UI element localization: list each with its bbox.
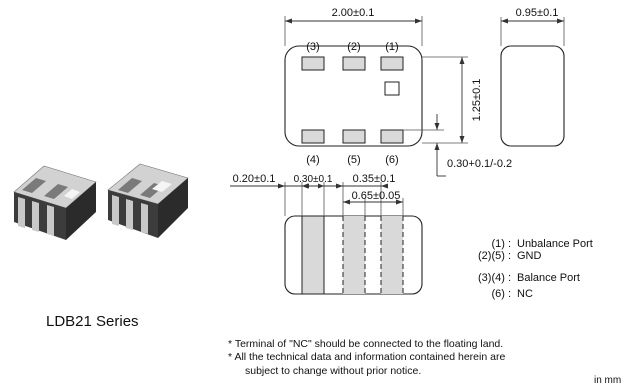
pin-number-6: (6) (385, 154, 398, 166)
legend-pins-3: (3)(4) : (478, 272, 511, 284)
top-view: (3) (2) (1) (4) (5) (6) 2.00±0.1 1.25±0.… (284, 7, 512, 177)
pad-3 (301, 56, 325, 71)
series-label: LDB21 Series (46, 313, 139, 330)
pin-number-5: (5) (347, 154, 360, 166)
chip-photo-left (13, 165, 97, 240)
note-2: * All the technical data and information… (228, 350, 505, 364)
terminal-strip-left (301, 215, 325, 295)
pad-1 (380, 56, 404, 71)
terminal-strip-middle (343, 216, 365, 294)
side-view: 0.95±0.1 (500, 7, 565, 147)
height-dimension: 0.95±0.1 (516, 7, 559, 19)
pad-2 (342, 56, 366, 71)
terminal-height-dimension: 0.30+0.1/-0.2 (447, 158, 512, 170)
pad-4 (301, 129, 325, 144)
legend-pins-4: (6) : (491, 288, 511, 300)
note-text-3: subject to change without prior notice. (245, 365, 422, 377)
legend-pins-1: (1) : (491, 238, 511, 250)
note-text-2: All the technical data and information c… (234, 351, 506, 363)
note-marker: * (228, 351, 233, 363)
chip-photo-right (107, 163, 189, 238)
note-marker: * (228, 338, 233, 350)
edge-margin-dimension: 0.20±0.1 (233, 173, 276, 185)
side-view-outline (500, 45, 565, 147)
top-view-outline (284, 45, 423, 147)
legend-function-3: Balance Port (517, 272, 580, 284)
terminal-strip-right (381, 216, 403, 294)
terminal-pitch-dimension: 0.35±0.1 (353, 173, 396, 185)
pin-number-2: (2) (347, 41, 360, 53)
pin-number-4: (4) (306, 154, 319, 166)
legend-function-1: Unbalance Port (517, 238, 593, 250)
pad-5 (342, 129, 366, 144)
terminal-span-dimension: 0.65±0.05 (352, 190, 401, 202)
orientation-mark (384, 81, 400, 96)
pin-number-3: (3) (306, 41, 319, 53)
legend-pins-2: (2)(5) : (478, 250, 511, 262)
note-3: subject to change without prior notice. (245, 364, 421, 378)
terminal-width-dimension: 0.30±0.1 (294, 174, 333, 185)
pad-6 (380, 129, 404, 144)
pin-legend: (1) : Unbalance Port (2)(5) : GND (3)(4)… (478, 238, 593, 300)
note-text-1: Terminal of "NC" should be connected to … (234, 338, 504, 350)
unit-label: in mm (594, 375, 622, 386)
terminal-view: 0.20±0.1 0.30±0.1 0.35±0.1 0.65±0.05 (230, 173, 423, 295)
length-dimension: 2.00±0.1 (332, 7, 375, 19)
legend-function-4: NC (517, 288, 533, 300)
note-1: * Terminal of "NC" should be connected t… (228, 337, 503, 351)
pin-number-1: (1) (385, 41, 398, 53)
legend-function-2: GND (517, 250, 542, 262)
width-dimension: 1.25±0.1 (471, 79, 483, 122)
